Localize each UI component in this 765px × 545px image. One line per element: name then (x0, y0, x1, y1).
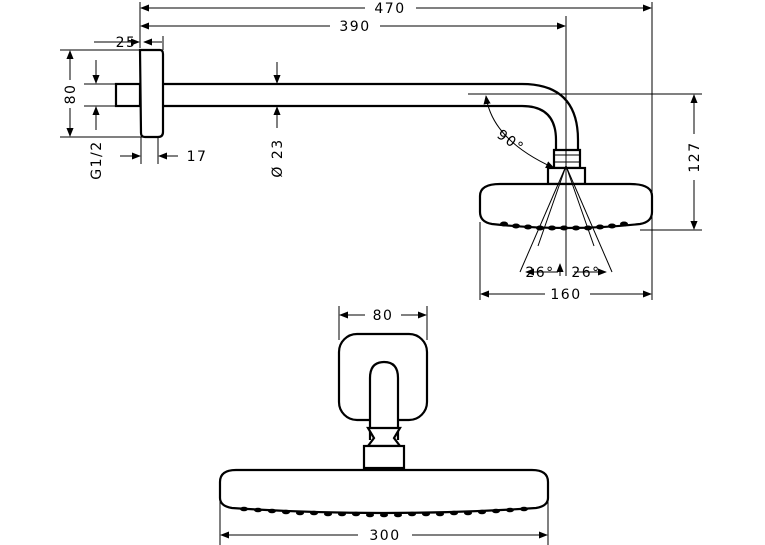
swivel-joint (552, 148, 582, 170)
shower-arm (163, 82, 580, 158)
shower-arm-inner (163, 104, 558, 158)
label-height: 127 (687, 141, 703, 172)
front-view: 80 300 (218, 306, 550, 545)
label-total-length: 470 (374, 1, 405, 17)
label-swivel-angle: 90° (494, 127, 527, 157)
label-flange-width: 80 (373, 308, 394, 324)
front-arm (368, 360, 400, 440)
front-swivel (365, 426, 403, 448)
label-spray-angle-left: 26° (525, 265, 554, 281)
label-head-width: 300 (369, 528, 400, 544)
wall-flange (138, 48, 165, 139)
label-flange-depth: 25 (116, 35, 137, 51)
label-spray-angle-right: 26° (571, 265, 600, 281)
label-thread: G1/2 (89, 140, 105, 179)
label-arm-diameter: Ø 23 (270, 138, 286, 177)
label-flange-height: 80 (63, 84, 79, 105)
shower-head-front (218, 468, 550, 515)
thread-stub (114, 82, 142, 108)
label-head-diameter-side: 160 (550, 287, 581, 303)
front-connector (362, 444, 406, 470)
nozzle-row (500, 221, 628, 231)
side-view: 470 390 25 80 G1/2 17 Ø 23 90° 127 26° 2… (60, 1, 703, 303)
label-offset: 17 (187, 149, 208, 165)
front-nozzle-row (240, 506, 528, 518)
label-arm-length: 390 (339, 19, 370, 35)
